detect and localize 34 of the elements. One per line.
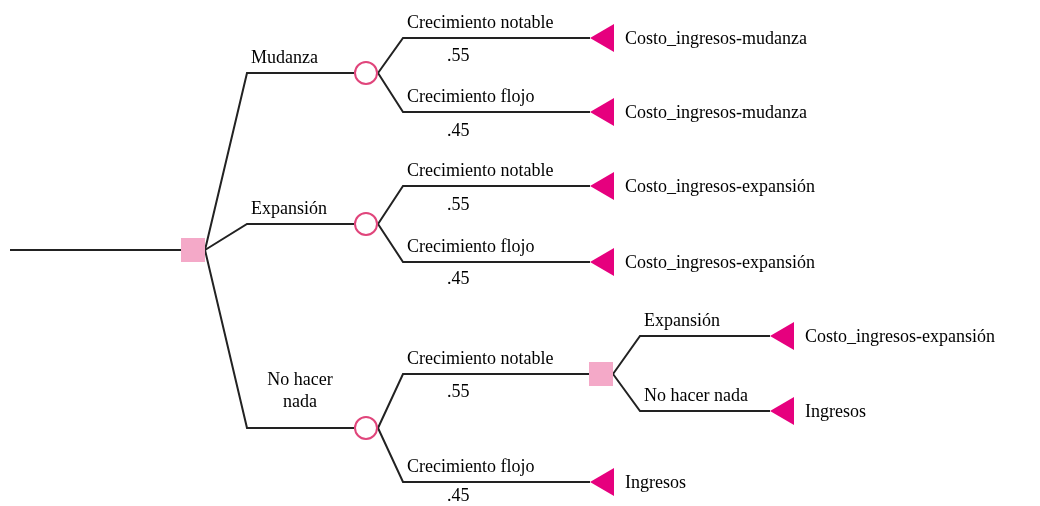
branch-label: Expansión xyxy=(251,197,327,219)
probability-label: .45 xyxy=(447,121,470,139)
branch-label: No hacer nada xyxy=(266,368,334,412)
branch-label: Crecimiento flojo xyxy=(407,85,535,107)
branch-line xyxy=(377,427,591,483)
branch-label: No hacer nada xyxy=(644,384,748,406)
branch-label: Crecimiento notable xyxy=(407,159,554,181)
branch-line xyxy=(377,185,591,225)
outcome-label: Costo_ingresos-expansión xyxy=(625,253,815,271)
branch-label: Mudanza xyxy=(251,46,318,68)
outcome-label: Costo_ingresos-mudanza xyxy=(625,103,807,121)
probability-label: .45 xyxy=(447,486,470,504)
branch-line xyxy=(377,373,590,429)
branch-label: Crecimiento flojo xyxy=(407,235,535,257)
branch-label: Crecimiento notable xyxy=(407,347,554,369)
branch-line xyxy=(204,223,355,251)
probability-label: .45 xyxy=(447,269,470,287)
branch-line xyxy=(377,72,591,113)
probability-label: .55 xyxy=(447,382,470,400)
branch-line xyxy=(377,223,591,263)
probability-label: .55 xyxy=(447,195,470,213)
branch-label: Crecimiento notable xyxy=(407,11,554,33)
outcome-label: Costo_ingresos-expansión xyxy=(805,327,995,345)
branch-line xyxy=(612,335,771,375)
outcome-label: Costo_ingresos-mudanza xyxy=(625,29,807,47)
branch-line xyxy=(9,249,182,251)
branch-line xyxy=(612,373,771,412)
branch-label: Crecimiento flojo xyxy=(407,455,535,477)
branch-line xyxy=(377,37,591,74)
outcome-label: Ingresos xyxy=(625,473,686,491)
branch-label: Expansión xyxy=(644,309,720,331)
outcome-label: Costo_ingresos-expansión xyxy=(625,177,815,195)
outcome-label: Ingresos xyxy=(805,402,866,420)
probability-label: .55 xyxy=(447,46,470,64)
